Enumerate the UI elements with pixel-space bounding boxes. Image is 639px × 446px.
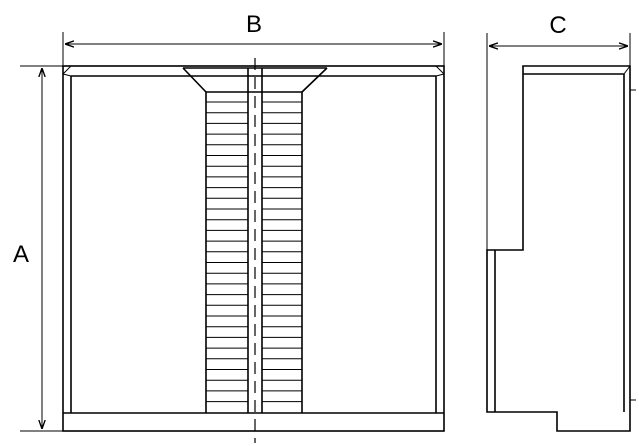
central-ladder bbox=[182, 67, 328, 413]
funnel-left-edge bbox=[182, 67, 207, 93]
side-view bbox=[486, 65, 636, 432]
front-corner-right bbox=[435, 73, 445, 77]
side-bevel bbox=[623, 65, 631, 75]
rungs-right bbox=[262, 101, 302, 403]
dimension-c: C bbox=[486, 12, 631, 250]
front-corner-left bbox=[62, 73, 72, 77]
funnel-right-edge bbox=[301, 67, 328, 93]
dimension-a-label: A bbox=[13, 241, 29, 268]
side-outer-profile bbox=[486, 65, 631, 432]
dimension-a: A bbox=[13, 65, 63, 432]
rungs-left bbox=[206, 101, 248, 403]
front-view bbox=[62, 58, 445, 443]
front-bevel-right bbox=[435, 65, 445, 75]
dimension-b: B bbox=[62, 11, 445, 66]
dimension-b-label: B bbox=[246, 11, 262, 38]
front-bevel-left bbox=[62, 65, 72, 75]
front-outer-frame bbox=[62, 65, 445, 432]
dimension-c-label: C bbox=[549, 12, 566, 39]
